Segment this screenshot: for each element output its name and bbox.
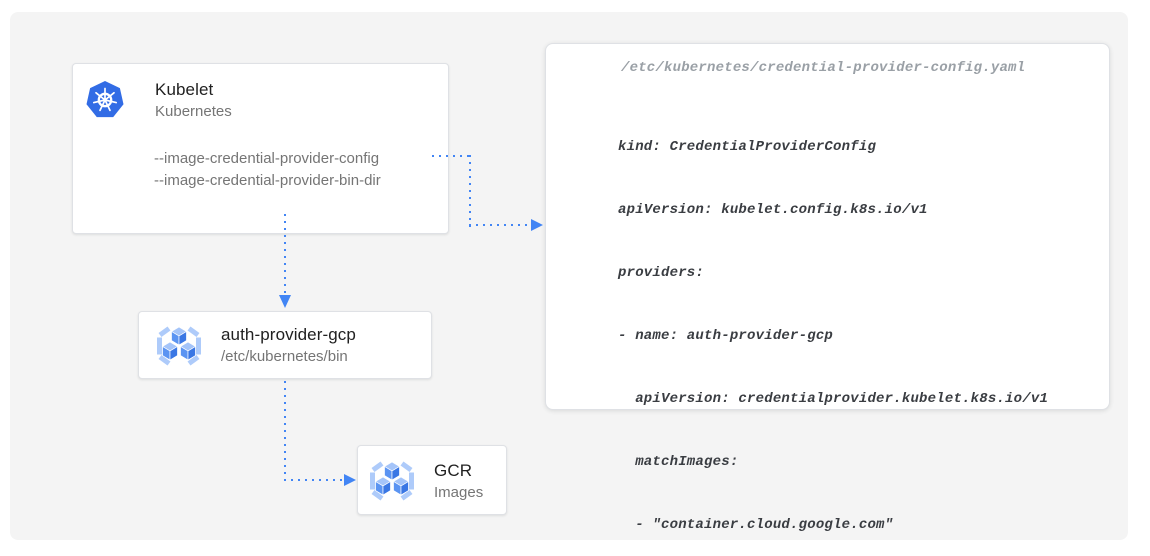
auth-provider-path: /etc/kubernetes/bin (221, 348, 348, 365)
credential-provider-config-panel: /etc/kubernetes/credential-provider-conf… (545, 43, 1110, 533)
kubelet-flags: --image-credential-provider-config --ima… (154, 148, 381, 192)
kubernetes-helm-icon (86, 81, 124, 118)
arrowhead-right-icon (344, 474, 356, 486)
kubelet-title: Kubelet (155, 80, 214, 99)
yaml-line: apiVersion: kubelet.config.k8s.io/v1 (618, 202, 928, 218)
gcr-subtitle: Images (434, 484, 484, 501)
flag-image-credential-provider-config: --image-credential-provider-config (154, 150, 380, 167)
yaml-filename: /etc/kubernetes/credential-provider-conf… (621, 60, 1026, 76)
auth-provider-gcp-node: auth-provider-gcp /etc/kubernetes/bin (138, 311, 432, 379)
kubelet-node: Kubelet Kubernetes --image-credential-pr… (72, 63, 449, 234)
connector-config-to-panel-segment (432, 155, 472, 157)
connector-authprovider-to-gcr-segment (284, 381, 286, 481)
connector-authprovider-to-gcr-segment (284, 479, 344, 481)
yaml-line: apiVersion: credentialprovider.kubelet.k… (618, 391, 1049, 407)
connector-config-to-panel-segment (469, 155, 471, 227)
arrowhead-right-icon (531, 219, 543, 231)
yaml-line: providers: (618, 265, 705, 281)
flag-image-credential-provider-bin-dir: --image-credential-provider-bin-dir (154, 172, 381, 189)
arrowhead-down-icon (279, 295, 291, 308)
auth-provider-title: auth-provider-gcp (221, 325, 356, 344)
yaml-code-block: kind: CredentialProviderConfig apiVersio… (618, 95, 1048, 556)
connector-config-to-panel-segment (469, 224, 531, 226)
gcr-cubes-icon (370, 461, 414, 501)
gcr-title: GCR (434, 461, 473, 480)
gcr-node: GCR Images (357, 445, 507, 515)
yaml-line: kind: CredentialProviderConfig (618, 139, 877, 155)
yaml-line: - "container.cloud.google.com" (618, 517, 894, 533)
connector-kubelet-to-authprovider (284, 214, 286, 296)
kubelet-subtitle: Kubernetes (155, 103, 232, 120)
gcr-cubes-icon (157, 326, 201, 366)
yaml-line: - name: auth-provider-gcp (618, 328, 834, 344)
yaml-line: matchImages: (618, 454, 739, 470)
